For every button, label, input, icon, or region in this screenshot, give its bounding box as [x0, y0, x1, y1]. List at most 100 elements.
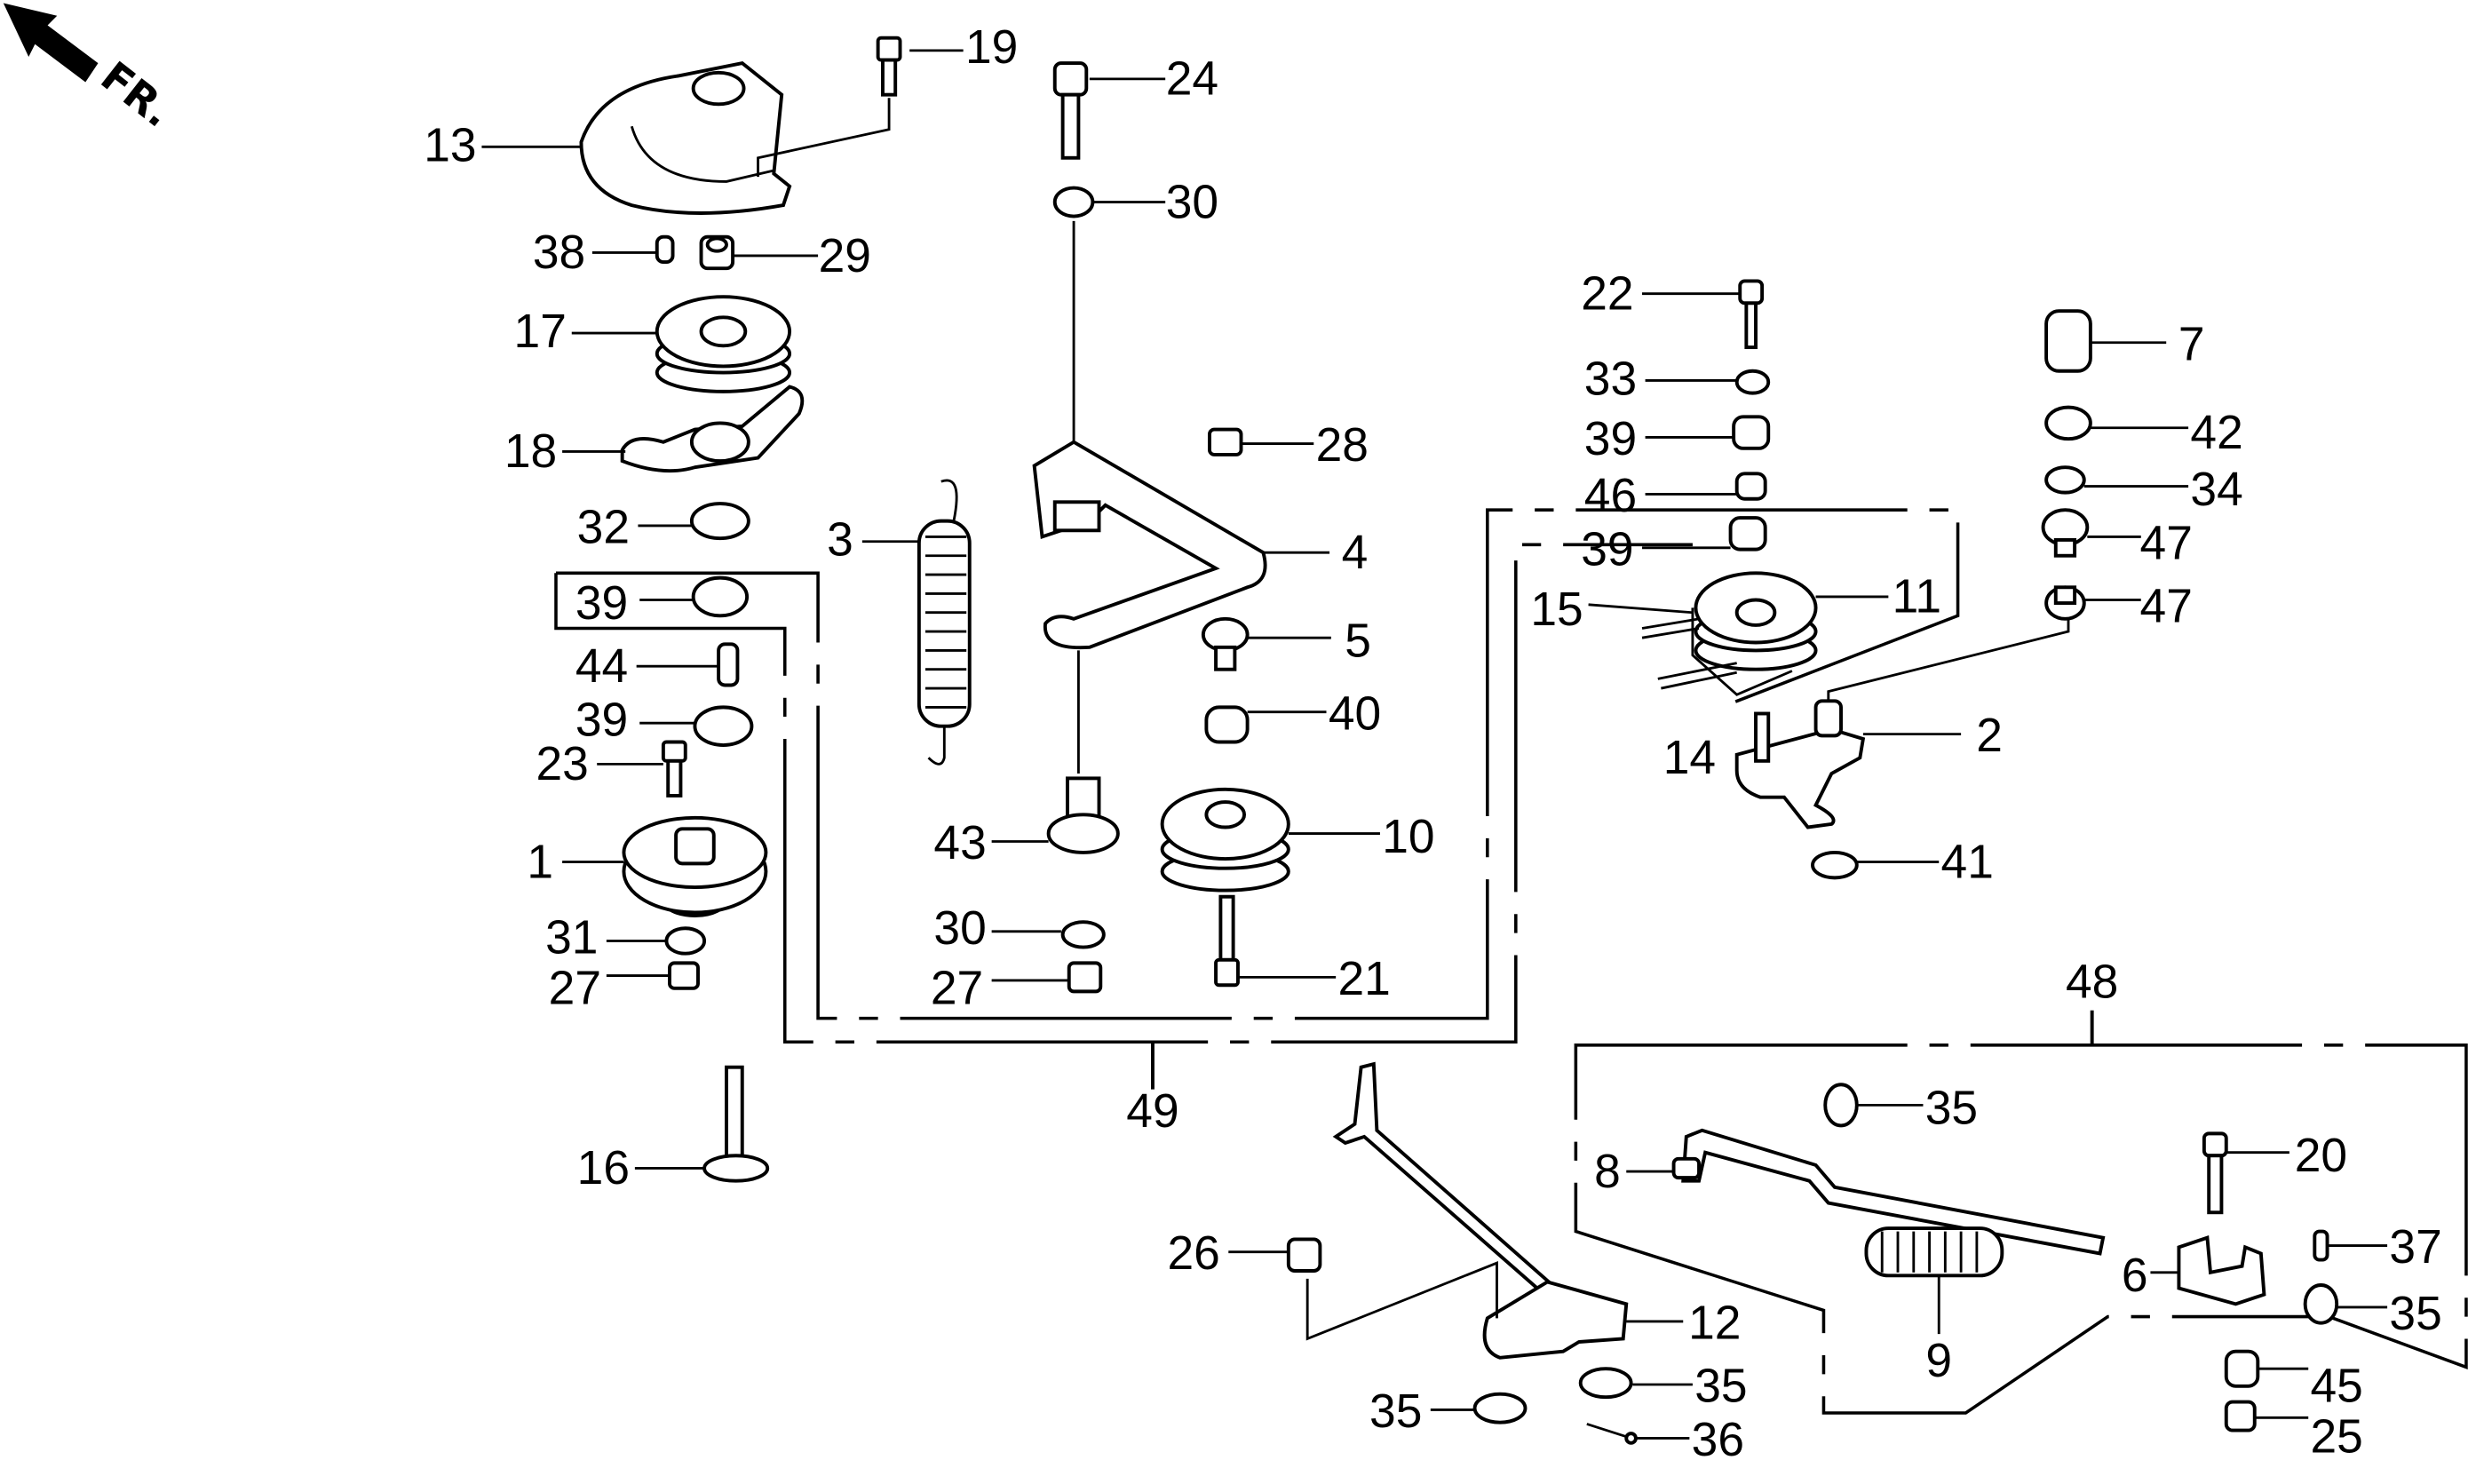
callout-label-39[interactable]: 39 — [1584, 413, 1637, 465]
part-15-belt[interactable] — [1641, 617, 1700, 639]
callout-label-36[interactable]: 36 — [1692, 1414, 1744, 1466]
part-23-bolt[interactable] — [661, 740, 687, 798]
part-47-bushing-a[interactable] — [2041, 508, 2090, 558]
part-16-bolt[interactable] — [702, 1065, 770, 1183]
callout-label-5[interactable]: 5 — [1345, 615, 1371, 668]
callout-label-19[interactable]: 19 — [965, 21, 1018, 74]
part-5-bushing[interactable] — [1201, 616, 1250, 671]
callout-label-28[interactable]: 28 — [1316, 419, 1369, 472]
callout-label-14[interactable]: 14 — [1663, 732, 1716, 784]
part-25-nut[interactable] — [2224, 1400, 2257, 1432]
part-34-washer[interactable] — [2044, 465, 2086, 495]
callout-label-16[interactable]: 16 — [577, 1142, 630, 1194]
part-27-nut-b[interactable] — [1067, 961, 1103, 994]
part-32-washer[interactable] — [689, 502, 750, 541]
callout-label-6[interactable]: 6 — [2122, 1250, 2148, 1302]
callout-label-30[interactable]: 30 — [1166, 176, 1218, 228]
callout-label-35[interactable]: 35 — [1369, 1385, 1422, 1438]
part-13-pulley-cover[interactable] — [579, 61, 792, 215]
part-9-spring[interactable] — [1864, 1226, 2004, 1278]
callout-label-25[interactable]: 25 — [2311, 1410, 2363, 1463]
callout-label-32[interactable]: 32 — [577, 502, 630, 554]
callout-label-7[interactable]: 7 — [2178, 318, 2205, 370]
part-30-washer[interactable] — [1052, 186, 1095, 450]
part-46-spacer[interactable] — [1734, 472, 1767, 501]
part-38-key[interactable] — [655, 234, 675, 265]
part-1-hub[interactable] — [622, 815, 768, 917]
callout-label-49[interactable]: 49 — [1126, 1085, 1178, 1138]
part-22-bolt[interactable] — [1738, 279, 1765, 350]
callout-label-48[interactable]: 48 — [2066, 956, 2118, 1008]
part-29-nut[interactable] — [699, 234, 735, 271]
part-35-washer-b[interactable] — [2303, 1283, 2339, 1325]
callout-label-38[interactable]: 38 — [533, 226, 585, 279]
part-39-spacer-c[interactable] — [1732, 415, 1771, 450]
callout-label-1[interactable]: 1 — [527, 836, 553, 888]
callout-label-23[interactable]: 23 — [536, 738, 588, 790]
callout-label-11[interactable]: 11 — [1893, 571, 1941, 623]
callout-label-27[interactable]: 27 — [549, 963, 601, 1015]
callout-label-21[interactable]: 21 — [1338, 953, 1391, 1005]
part-28-nut[interactable] — [1207, 427, 1243, 456]
part-12-lever-rod[interactable] — [1305, 1061, 1629, 1360]
part-2-idler-bracket[interactable] — [1734, 615, 2070, 829]
callout-label-13[interactable]: 13 — [424, 119, 476, 171]
part-47-bushing-b[interactable] — [2044, 585, 2086, 621]
callout-label-47[interactable]: 47 — [2140, 517, 2193, 569]
part-4-tension-arm[interactable] — [1032, 440, 1267, 774]
part-30-washer-b[interactable] — [1060, 920, 1106, 949]
callout-label-26[interactable]: 26 — [1168, 1227, 1220, 1280]
part-43-collar[interactable] — [1046, 776, 1120, 854]
part-35-washer-c[interactable] — [1578, 1367, 1633, 1400]
part-17-pulley[interactable] — [655, 295, 792, 393]
part-39-spacer-a[interactable] — [691, 575, 750, 618]
callout-label-44[interactable]: 44 — [575, 640, 628, 693]
callout-label-41[interactable]: 41 — [1941, 836, 1994, 888]
callout-label-18[interactable]: 18 — [504, 425, 557, 478]
callout-label-35[interactable]: 35 — [2389, 1288, 2441, 1340]
part-36-cotter-pin[interactable] — [1586, 1423, 1638, 1445]
part-35-washer-d[interactable] — [1472, 1392, 1528, 1424]
callout-label-39[interactable]: 39 — [575, 694, 628, 746]
part-40-spacer[interactable] — [1204, 705, 1250, 744]
part-41-washer[interactable] — [1811, 850, 1859, 880]
callout-label-27[interactable]: 27 — [931, 963, 983, 1015]
callout-label-30[interactable]: 30 — [933, 902, 986, 955]
callout-label-29[interactable]: 29 — [819, 230, 871, 282]
callout-label-35[interactable]: 35 — [1925, 1083, 1978, 1135]
part-3-spring[interactable] — [917, 479, 972, 766]
part-6-bracket[interactable] — [2177, 1235, 2266, 1306]
callout-label-4[interactable]: 4 — [1342, 527, 1369, 579]
part-10-pulley[interactable] — [1160, 787, 1290, 893]
part-27-nut-a[interactable] — [668, 961, 700, 990]
callout-label-17[interactable]: 17 — [514, 306, 567, 358]
part-18-tension-lever[interactable] — [620, 385, 805, 473]
callout-label-45[interactable]: 45 — [2311, 1361, 2363, 1413]
part-37-pin[interactable] — [2313, 1229, 2329, 1262]
callout-label-12[interactable]: 12 — [1688, 1297, 1741, 1349]
part-31-washer[interactable] — [664, 926, 707, 956]
part-33-washer[interactable] — [1734, 369, 1771, 395]
part-45-spacer[interactable] — [2224, 1349, 2260, 1388]
callout-label-39[interactable]: 39 — [1581, 523, 1633, 575]
callout-label-46[interactable]: 46 — [1584, 470, 1637, 522]
callout-label-22[interactable]: 22 — [1581, 267, 1633, 320]
part-39-spacer-b[interactable] — [693, 705, 754, 748]
callout-label-34[interactable]: 34 — [2190, 464, 2242, 516]
callout-label-8[interactable]: 8 — [1594, 1146, 1621, 1198]
part-39-spacer-d[interactable] — [1728, 516, 1767, 552]
callout-label-42[interactable]: 42 — [2190, 407, 2242, 459]
callout-label-20[interactable]: 20 — [2295, 1130, 2347, 1182]
callout-label-33[interactable]: 33 — [1584, 353, 1637, 405]
part-14-belt[interactable] — [1657, 607, 1793, 696]
callout-label-3[interactable]: 3 — [827, 514, 853, 567]
callout-label-24[interactable]: 24 — [1166, 53, 1218, 106]
part-19-bolt[interactable] — [757, 36, 902, 178]
callout-label-31[interactable]: 31 — [545, 912, 598, 964]
callout-label-9[interactable]: 9 — [1925, 1335, 1952, 1387]
part-44-pin[interactable] — [717, 642, 740, 687]
part-21-bolt[interactable] — [1214, 894, 1240, 988]
part-35-washer-a[interactable] — [1823, 1083, 1859, 1128]
part-26-nut[interactable] — [1286, 1237, 1322, 1273]
callout-label-35[interactable]: 35 — [1694, 1361, 1747, 1413]
